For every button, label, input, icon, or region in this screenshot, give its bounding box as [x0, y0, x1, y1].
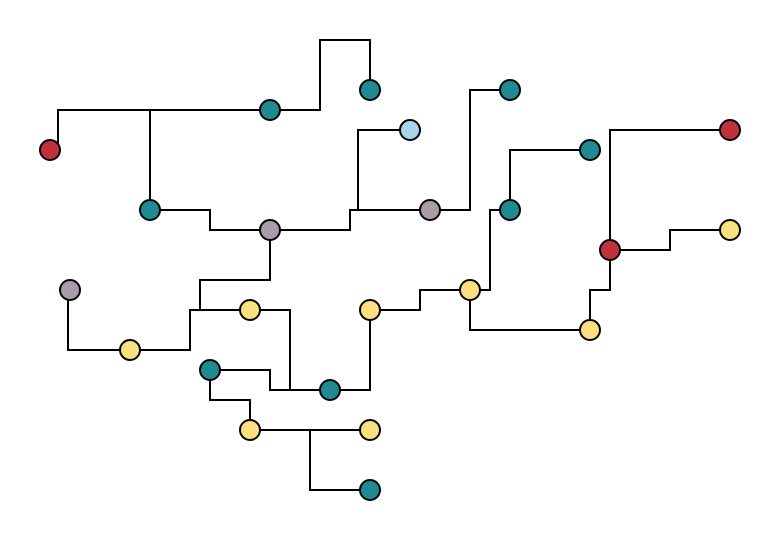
yellow-node [359, 419, 381, 441]
teal-node [499, 79, 521, 101]
connector-line [609, 129, 730, 250]
connector-line [150, 209, 270, 231]
connector-line [430, 89, 510, 211]
yellow-node [119, 339, 141, 361]
gray-node [59, 279, 81, 301]
yellow-node [359, 299, 381, 321]
gray-node [419, 199, 441, 221]
teal-node [579, 139, 601, 161]
yellow-node [579, 319, 601, 341]
red-node [39, 139, 61, 161]
teal-node [319, 379, 341, 401]
connector-line [210, 369, 330, 391]
connector-line [370, 289, 470, 311]
yellow-node [719, 219, 741, 241]
teal-node [259, 99, 281, 121]
teal-node [199, 359, 221, 381]
connector-line [209, 370, 251, 430]
teal-node [359, 79, 381, 101]
light-blue-node [399, 119, 421, 141]
connector-line [610, 229, 730, 251]
connector-line [357, 129, 410, 210]
connector-line [509, 149, 590, 210]
teal-node [499, 199, 521, 221]
connector-line [130, 309, 250, 351]
connector-line [469, 290, 590, 331]
connector-line [589, 250, 611, 330]
yellow-node [239, 299, 261, 321]
edge-layer [50, 39, 730, 491]
node-layer [39, 79, 741, 501]
teal-node [359, 479, 381, 501]
teal-node [139, 199, 161, 221]
gray-node [259, 219, 281, 241]
red-node [599, 239, 621, 261]
connector-line [330, 310, 371, 391]
connector-line [270, 39, 371, 111]
connector-line [270, 209, 430, 231]
yellow-node [239, 419, 261, 441]
yellow-node [459, 279, 481, 301]
connector-line [309, 430, 370, 491]
red-node [719, 119, 741, 141]
